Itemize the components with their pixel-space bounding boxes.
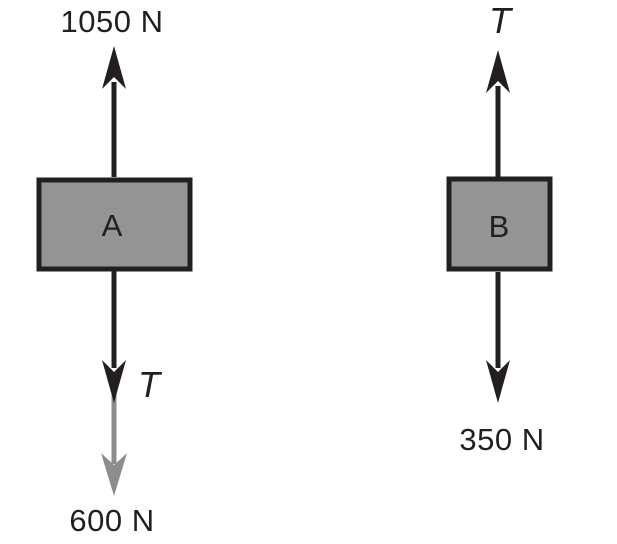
block-b-label: B [489,209,510,244]
down-force-label-a: 600 N [69,503,154,538]
down-arrowhead-b [486,360,510,403]
up-force-label-a: 1050 N [61,4,164,39]
tension-label-a: T [138,364,163,405]
down-arrowhead-a [102,360,126,403]
up-arrowhead-b [486,50,510,93]
block-a [36,177,193,272]
down-force-label-b: 350 N [459,422,544,457]
tension-label-b: T [489,0,514,41]
gray-arrowhead [101,453,127,496]
up-arrowhead-a [102,46,126,89]
diagram-block-b: T B 350 N [446,0,553,457]
block-b [446,176,553,272]
diagram-block-a: 1050 N A T 600 N [36,4,193,538]
block-a-label: A [102,208,123,243]
